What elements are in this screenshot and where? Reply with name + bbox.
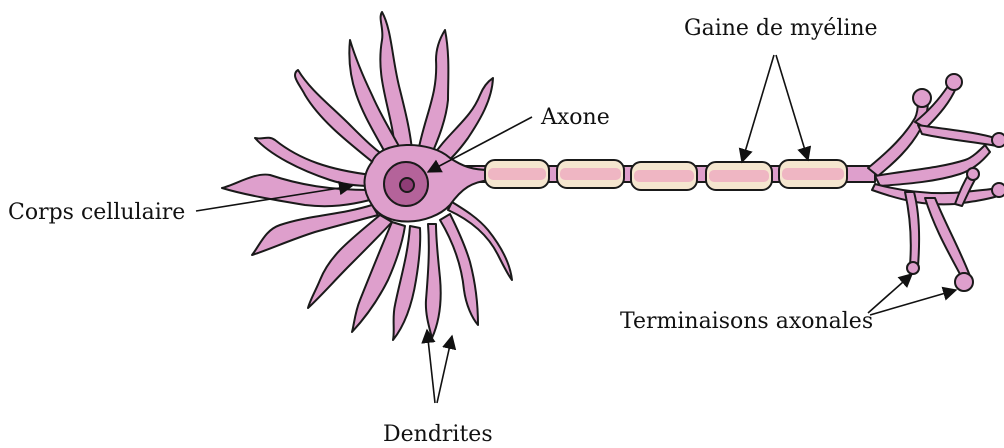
axon-terminal-branches — [868, 86, 998, 278]
terminal-bulb — [946, 74, 962, 90]
dendrite-arrow — [437, 336, 452, 403]
terminal-bulb — [907, 262, 919, 274]
terminal-arrow — [868, 274, 912, 313]
terminal-branch — [905, 192, 919, 266]
terminal-branch — [925, 198, 970, 278]
terminal-bulb — [992, 183, 1004, 197]
terminal-bulb — [992, 133, 1004, 147]
myelin-sheaths — [485, 160, 847, 190]
myelin-segment — [485, 160, 549, 188]
dendrite — [418, 30, 448, 158]
label-cell-body: Corps cellulaire — [8, 200, 185, 225]
dendrite — [440, 214, 478, 325]
myelin-segment — [779, 160, 847, 188]
terminal-bulb — [967, 168, 979, 180]
terminal-branch — [918, 125, 997, 146]
label-axon-terminals: Terminaisons axonales — [620, 309, 873, 334]
label-dendrites: Dendrites — [383, 422, 493, 443]
dendrite-arrow — [427, 330, 435, 403]
nucleolus — [400, 178, 414, 192]
terminal-branch — [868, 100, 928, 176]
label-axon: Axone — [540, 105, 610, 130]
myelin-segment — [557, 160, 624, 188]
terminal-bulb — [955, 273, 973, 291]
myelin-arrow — [742, 55, 774, 162]
dendrite — [426, 224, 441, 338]
terminal-arrow — [870, 290, 956, 315]
terminal-bulb — [913, 89, 931, 107]
myelin-segment — [706, 162, 772, 190]
myelin-arrow — [776, 55, 808, 160]
label-myelin-sheath: Gaine de myéline — [684, 16, 878, 41]
myelin-segment — [631, 162, 697, 190]
